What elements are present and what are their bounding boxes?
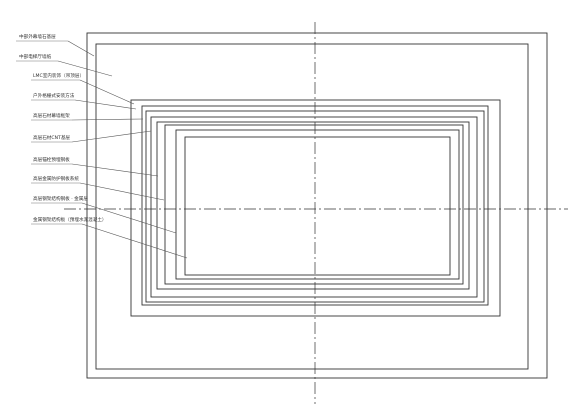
steel-frame-outer [156, 121, 470, 290]
leader-line [81, 202, 177, 234]
infill-frame [175, 129, 460, 280]
leader-line [79, 79, 135, 105]
outline-frames [86, 32, 548, 379]
leader-lines [57, 40, 188, 259]
label-underlines [16, 40, 82, 225]
callout-label-5: 高层石材幕墙框架 [33, 112, 70, 119]
leader-line [74, 99, 137, 110]
leader-line [79, 182, 165, 201]
callout-label-7: 高层锚栓预埋钢板 [33, 156, 70, 163]
cladding-frame-3 [150, 116, 478, 298]
callout-label-6: 高层石材CNT基层 [33, 134, 70, 141]
leader-line [71, 130, 152, 143]
leader-line [81, 223, 188, 259]
core-frame [184, 136, 451, 276]
callout-label-1: 中部外幕墙石基层 [19, 33, 56, 40]
callout-label-3: LMC室内装饰（吊顶层） [33, 72, 84, 79]
callout-label-10: 金属钢架结构板（预埋水泥混凝土） [33, 216, 107, 223]
leader-line [71, 118, 144, 121]
callout-labels: 中部外幕墙石基层 中部电梯厅墙纸 LMC室内装饰（吊顶层） 户外格栅式安装方法 … [19, 33, 107, 223]
callout-label-2: 中部电梯厅墙纸 [19, 53, 52, 60]
second-frame [95, 43, 529, 370]
callout-label-8: 高层金属防护钢板系统 [33, 175, 79, 182]
leader-line [57, 60, 113, 77]
base-plate-frame [130, 99, 501, 317]
outer-frame [86, 32, 548, 379]
callout-label-9: 高层钢架结构钢板 · 金属层 [33, 195, 88, 202]
leader-line [71, 163, 159, 177]
steel-frame-inner [164, 124, 464, 285]
callout-label-4: 户外格栅式安装方法 [33, 92, 75, 99]
leader-line [67, 40, 95, 57]
